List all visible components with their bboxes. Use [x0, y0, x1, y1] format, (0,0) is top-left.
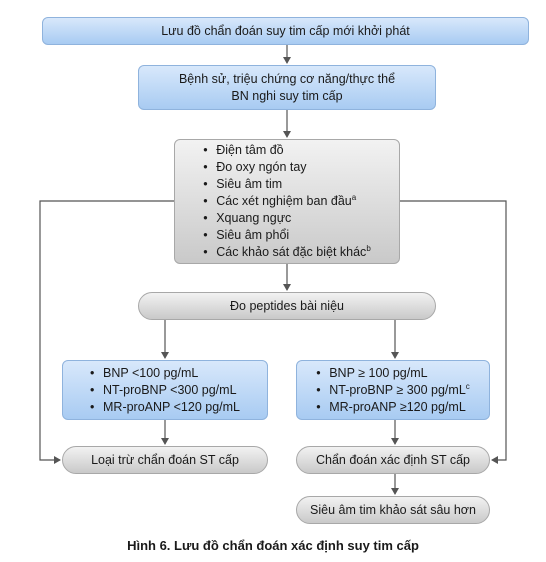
high-values-box: BNP ≥ 100 pg/mL NT-proBNP ≥ 300 pg/mLc M… — [296, 360, 490, 420]
peptides-label: Đo peptides bài niệu — [230, 298, 344, 313]
test-item: Siêu âm phổi — [203, 227, 371, 244]
peptides-box: Đo peptides bài niệu — [138, 292, 436, 320]
echo-followup-label: Siêu âm tim khảo sát sâu hơn — [310, 502, 476, 517]
test-item: Đo oxy ngón tay — [203, 159, 371, 176]
footnote-marker: c — [465, 381, 470, 391]
echo-followup-box: Siêu âm tim khảo sát sâu hơn — [296, 496, 490, 524]
initial-tests-list: Điện tâm đồ Đo oxy ngón tay Siêu âm tim … — [203, 142, 371, 261]
confirm-diagnosis-box: Chẩn đoán xác định ST cấp — [296, 446, 490, 474]
low-value-item: NT-proBNP <300 pg/mL — [90, 382, 240, 399]
arrow-tests-to-confirm-bypass — [400, 200, 507, 464]
high-value-item: MR-proANP ≥120 pg/mL — [316, 399, 470, 416]
high-values-list: BNP ≥ 100 pg/mL NT-proBNP ≥ 300 pg/mLc M… — [316, 365, 470, 416]
low-values-list: BNP <100 pg/mL NT-proBNP <300 pg/mL MR-p… — [90, 365, 240, 416]
test-item: Điện tâm đồ — [203, 142, 371, 159]
low-value-item: MR-proANP <120 pg/mL — [90, 399, 240, 416]
initial-tests-box: Điện tâm đồ Đo oxy ngón tay Siêu âm tim … — [174, 139, 400, 264]
test-item: Siêu âm tim — [203, 176, 371, 193]
arrow-tests-to-exclude-bypass — [39, 200, 174, 464]
exclude-diagnosis-box: Loại trừ chẩn đoán ST cấp — [62, 446, 268, 474]
test-item: Các xét nghiệm ban đầua — [203, 193, 371, 210]
confirm-diagnosis-label: Chẩn đoán xác định ST cấp — [315, 452, 471, 467]
flowchart-title-box: Lưu đồ chẩn đoán suy tim cấp mới khởi ph… — [42, 17, 529, 45]
high-value-item: NT-proBNP ≥ 300 pg/mLc — [316, 382, 470, 399]
footnote-marker: a — [351, 192, 357, 202]
footnote-marker: b — [366, 243, 371, 253]
flowchart-title: Lưu đồ chẩn đoán suy tim cấp mới khởi ph… — [161, 23, 410, 38]
low-value-item: BNP <100 pg/mL — [90, 365, 240, 382]
history-line-2: BN nghi suy tim cấp — [231, 88, 343, 103]
history-box: Bệnh sử, triệu chứng cơ năng/thực thể BN… — [138, 65, 436, 110]
exclude-diagnosis-label: Loại trừ chẩn đoán ST cấp — [91, 452, 239, 467]
high-value-item: BNP ≥ 100 pg/mL — [316, 365, 470, 382]
figure-caption: Hình 6. Lưu đồ chẩn đoán xác định suy ti… — [127, 538, 419, 553]
history-line-1: Bệnh sử, triệu chứng cơ năng/thực thể — [178, 71, 396, 86]
test-item: Các khảo sát đặc biệt khácb — [203, 244, 371, 261]
test-item: Xquang ngực — [203, 210, 371, 227]
low-values-box: BNP <100 pg/mL NT-proBNP <300 pg/mL MR-p… — [62, 360, 268, 420]
